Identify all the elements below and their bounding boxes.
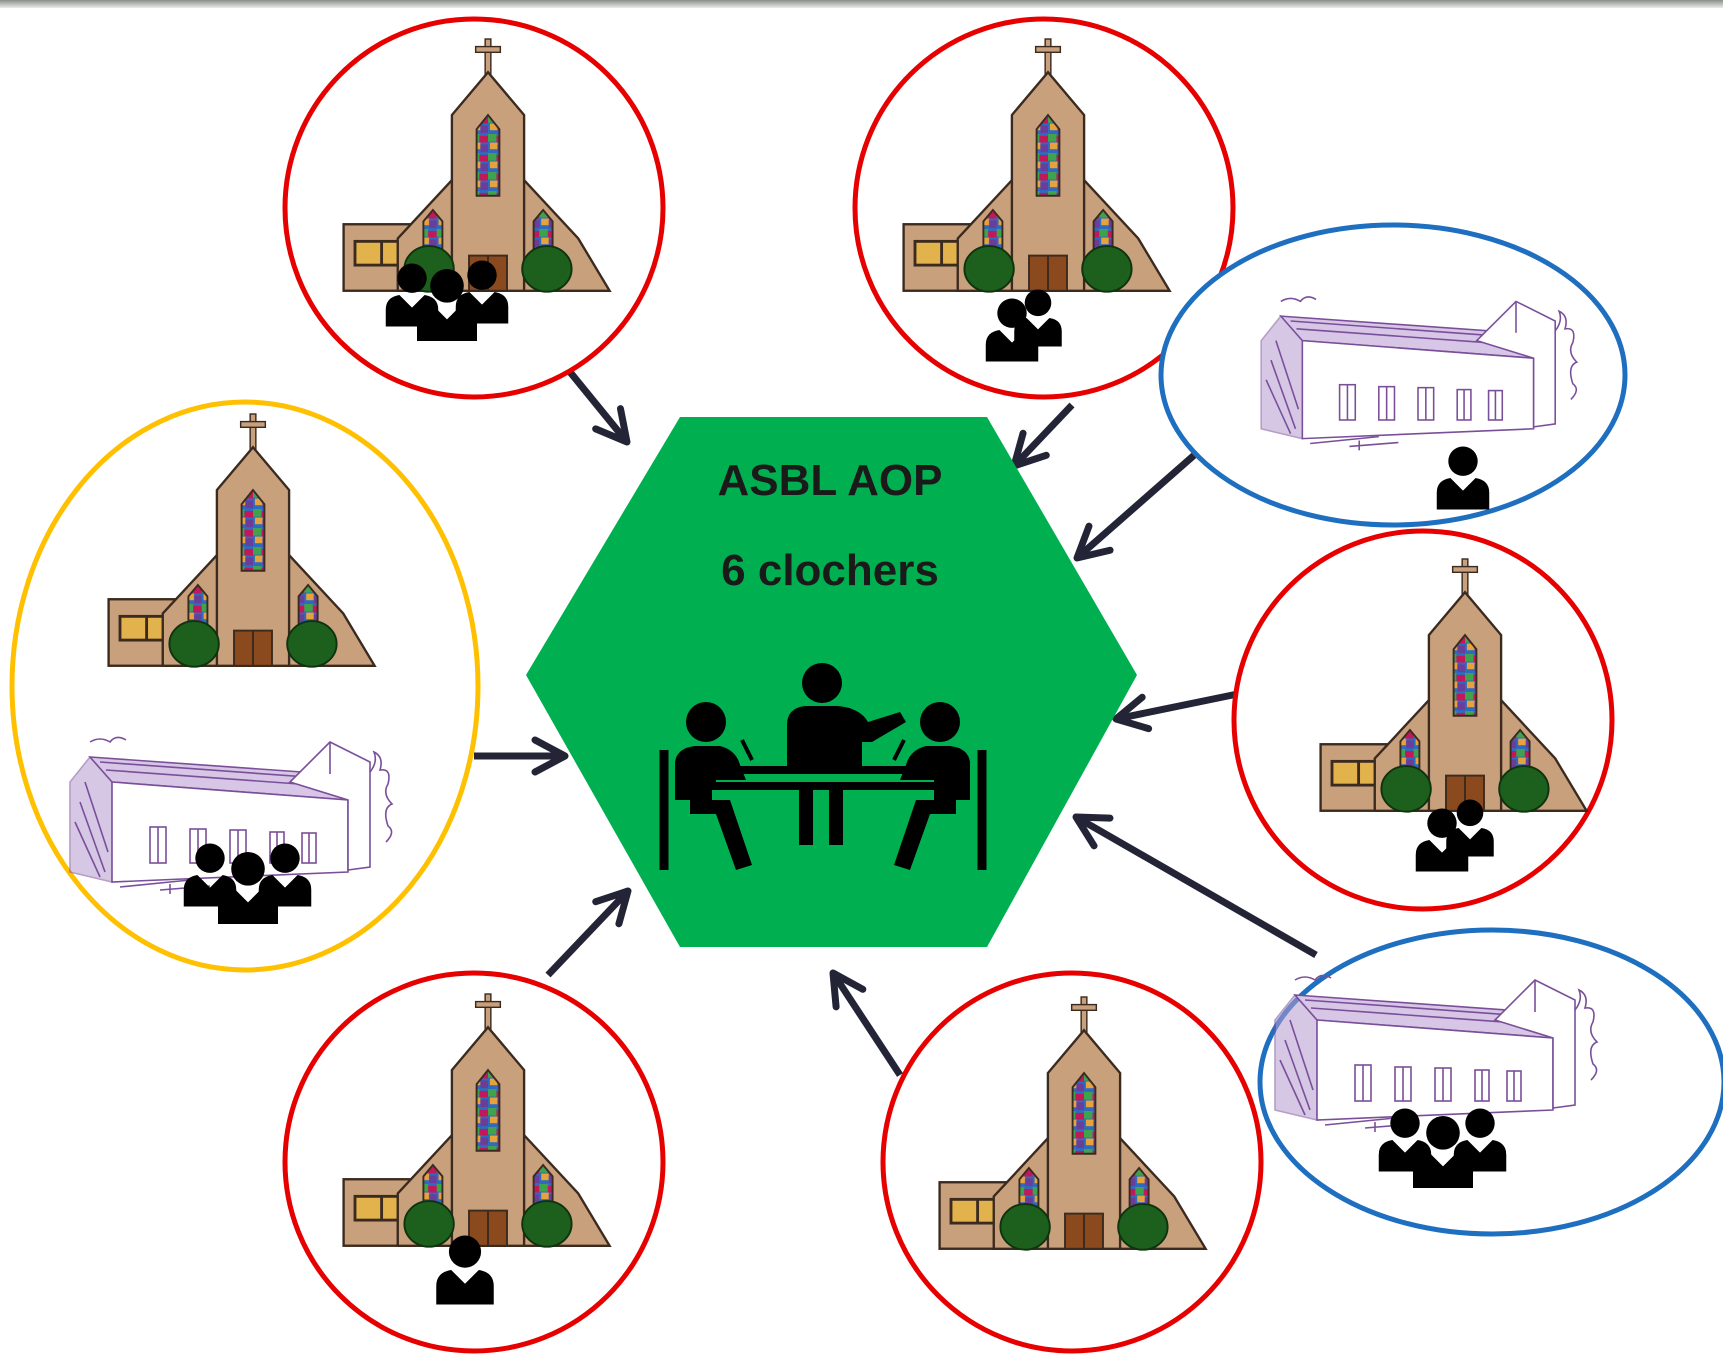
- hub-subtitle: 6 clochers: [721, 546, 939, 595]
- arrow-parish-5: [1072, 813, 1318, 959]
- parish-1-church: [282, 16, 666, 400]
- arrow-parish-2: [1010, 402, 1075, 470]
- parish-5-hall: [1257, 927, 1723, 1237]
- parish-2-church: [852, 16, 1236, 400]
- parish-8-church-and-hall: [9, 399, 481, 973]
- parish-6-church: [880, 970, 1264, 1354]
- hub-title: ASBL AOP: [718, 456, 943, 505]
- hub-hexagon-group: ASBL AOP 6 clochers: [526, 417, 1137, 947]
- arrow-parish-1: [567, 369, 631, 446]
- parish-3-hall: [1158, 222, 1628, 528]
- arrow-parish-3: [1073, 433, 1219, 562]
- meeting-table-icon: [659, 663, 987, 870]
- parish-4-church: [1231, 528, 1615, 912]
- top-border-line: [0, 0, 1723, 8]
- parish-7-church: [282, 970, 666, 1354]
- arrow-parish-7: [545, 887, 632, 978]
- connector-arrows: [474, 369, 1318, 1077]
- arrow-parish-6: [829, 969, 903, 1077]
